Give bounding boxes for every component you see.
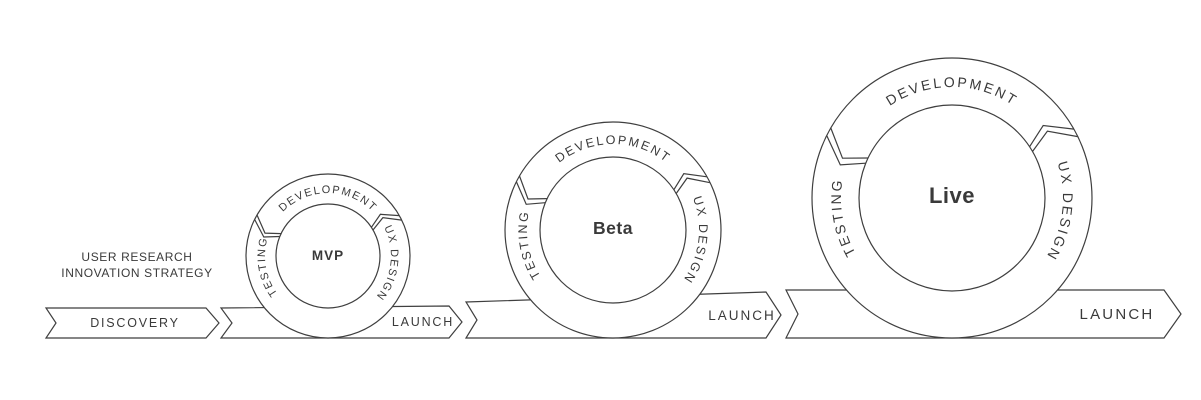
annotation-line-2: INNOVATION STRATEGY (61, 266, 212, 280)
ring (504, 121, 722, 339)
ring-inner-fill (859, 105, 1045, 291)
segment-divider-right-2 (673, 173, 708, 191)
band-label: DISCOVERY (90, 316, 180, 330)
segment-divider-left (830, 127, 869, 159)
annotation: USER RESEARCH INNOVATION STRATEGY (61, 250, 212, 280)
segment-divider-left (256, 214, 282, 235)
ring-inner-fill (276, 204, 380, 308)
segment-divider-left-2 (515, 181, 546, 205)
loop-center-label: MVP (312, 248, 344, 263)
ring (245, 173, 411, 339)
band-label: LAUNCH (708, 308, 776, 323)
band-shape (44, 307, 220, 339)
segment-divider-right (675, 177, 711, 194)
segment-divider-right (1032, 130, 1078, 152)
segment-divider-right-2 (1029, 124, 1074, 148)
band-discovery: DISCOVERY (44, 307, 220, 339)
ring (811, 57, 1093, 339)
loop-center-label: Live (929, 183, 975, 208)
segment-divider-right-2 (370, 213, 400, 228)
band-label: LAUNCH (392, 315, 454, 329)
loop-live: DEVELOPMENT TESTING UX DESIGN Live (811, 57, 1093, 339)
loop-beta: DEVELOPMENT TESTING UX DESIGN Beta (504, 121, 722, 339)
segment-divider-left-2 (826, 135, 866, 166)
segment-divider-right (372, 216, 402, 231)
band-label: LAUNCH (1080, 306, 1155, 323)
ring-inner-fill (540, 157, 686, 303)
annotation-line-1: USER RESEARCH (81, 250, 192, 264)
loop-mvp: DEVELOPMENT TESTING UX DESIGN MVP (245, 173, 411, 339)
segment-divider-left (518, 175, 548, 200)
loop-center-label: Beta (593, 218, 633, 238)
segment-divider-left-2 (254, 219, 280, 238)
